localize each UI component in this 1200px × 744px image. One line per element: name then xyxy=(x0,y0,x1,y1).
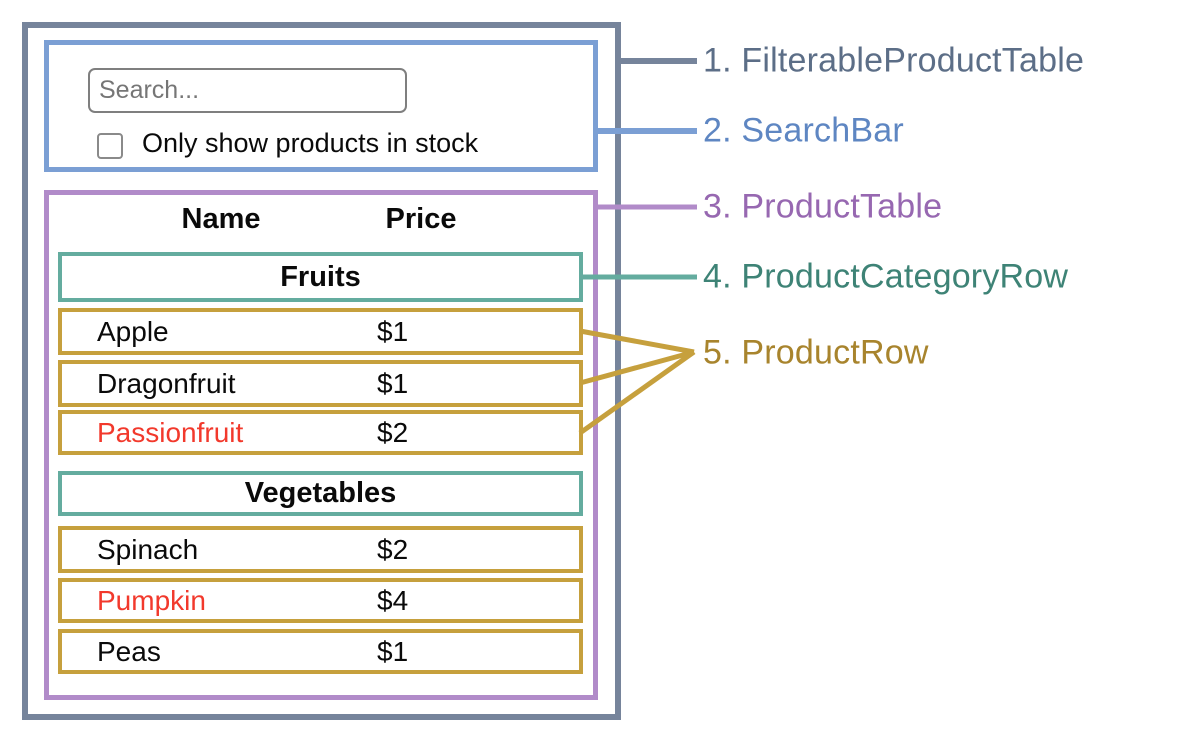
category-row-fruits: Fruits xyxy=(58,252,583,302)
product-name: Apple xyxy=(97,315,169,347)
legend-filterable-product-table: 1. FilterableProductTable xyxy=(703,41,1085,80)
category-row-vegetables: Vegetables xyxy=(58,471,583,516)
product-price: $1 xyxy=(377,315,409,347)
legend-product-row: 5. ProductRow xyxy=(703,333,929,372)
category-label: Fruits xyxy=(280,260,361,293)
legend-search-bar: 2. SearchBar xyxy=(703,111,904,150)
product-name: Peas xyxy=(97,635,161,667)
product-row: Peas $1 xyxy=(58,629,583,674)
column-header-name: Name xyxy=(181,203,261,235)
product-name: Spinach xyxy=(97,533,199,565)
legend-product-category-row: 4. ProductCategoryRow xyxy=(703,257,1069,296)
in-stock-checkbox-label: Only show products in stock xyxy=(142,128,479,158)
product-row: Passionfruit $2 xyxy=(58,410,583,455)
product-name-out-of-stock: Pumpkin xyxy=(97,584,206,616)
column-header-price: Price xyxy=(385,203,457,235)
search-input[interactable] xyxy=(88,68,407,113)
product-price: $2 xyxy=(377,416,409,448)
product-row: Dragonfruit $1 xyxy=(58,360,583,407)
product-row: Apple $1 xyxy=(58,308,583,355)
product-row: Spinach $2 xyxy=(58,526,583,573)
product-row: Pumpkin $4 xyxy=(58,578,583,623)
product-name: Dragonfruit xyxy=(97,367,236,399)
product-price: $1 xyxy=(377,635,409,667)
in-stock-checkbox[interactable] xyxy=(97,133,123,159)
product-price: $2 xyxy=(377,533,409,565)
product-price: $1 xyxy=(377,367,409,399)
category-label: Vegetables xyxy=(244,477,397,509)
legend-product-table: 3. ProductTable xyxy=(703,187,943,226)
product-price: $4 xyxy=(377,584,409,616)
product-name-out-of-stock: Passionfruit xyxy=(97,416,244,448)
